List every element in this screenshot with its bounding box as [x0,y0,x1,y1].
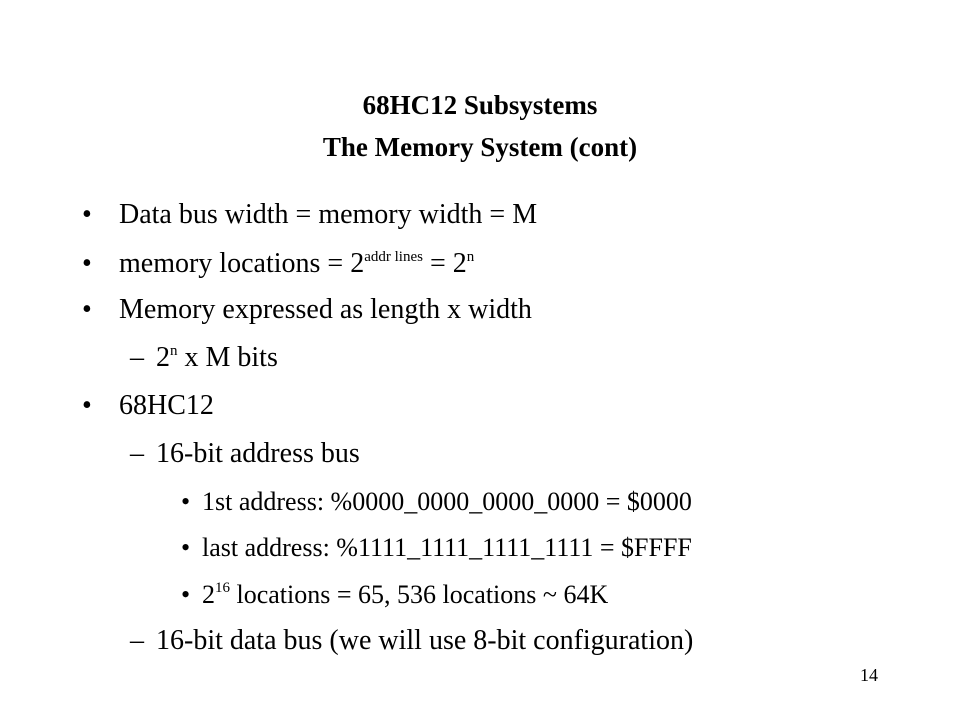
bullet-text: Data bus width = memory width = M [119,199,538,230]
dash-marker: – [130,342,144,373]
title-line-1: 68HC12 Subsystems [362,90,598,120]
bullet-text: Memory expressed as length x width [119,294,532,325]
superscript-n: n [466,249,475,265]
text-part: 2 [156,342,170,373]
text-part: = 2 [422,248,467,279]
bullet-marker: • [82,199,92,230]
sub-item-text: 16-bit data bus (we will use 8-bit confi… [156,625,694,656]
dash-marker: – [130,625,144,656]
superscript-n: n [170,343,178,359]
sub-sub-item-text: last address: %1111_1111_1111_1111 = $FF… [202,533,692,562]
sub-sub-item-text: 216 locations = 65, 536 locations ~ 64K [202,578,608,612]
bullet-marker: • [82,294,92,325]
text-part: locations = 65, 536 locations ~ 64K [230,580,609,609]
bullet-marker: • [181,580,191,609]
slide-title: 68HC12 Subsystems The Memory System (con… [0,84,960,168]
dash-marker: – [130,438,144,469]
bullet-text: 68HC12 [119,390,214,421]
superscript-16: 16 [215,580,230,596]
sub-sub-item-text: 1st address: %0000_0000_0000_0000 = $000… [202,487,692,516]
text-part: x M bits [177,342,278,373]
bullet-marker: • [82,390,92,421]
page-number: 14 [860,665,878,685]
sub-item-text: 16-bit address bus [156,438,360,469]
bullet-marker: • [82,248,92,279]
sub-item-text: 2n x M bits [156,341,278,375]
bullet-marker: • [181,533,191,562]
text-part: memory locations = 2 [119,248,365,279]
bullet-text: memory locations = 2addr lines = 2n [119,247,474,281]
title-line-2: The Memory System (cont) [322,132,638,162]
bullet-marker: • [181,487,191,516]
text-part: 2 [202,580,215,609]
superscript-addr-lines: addr lines [364,249,423,265]
